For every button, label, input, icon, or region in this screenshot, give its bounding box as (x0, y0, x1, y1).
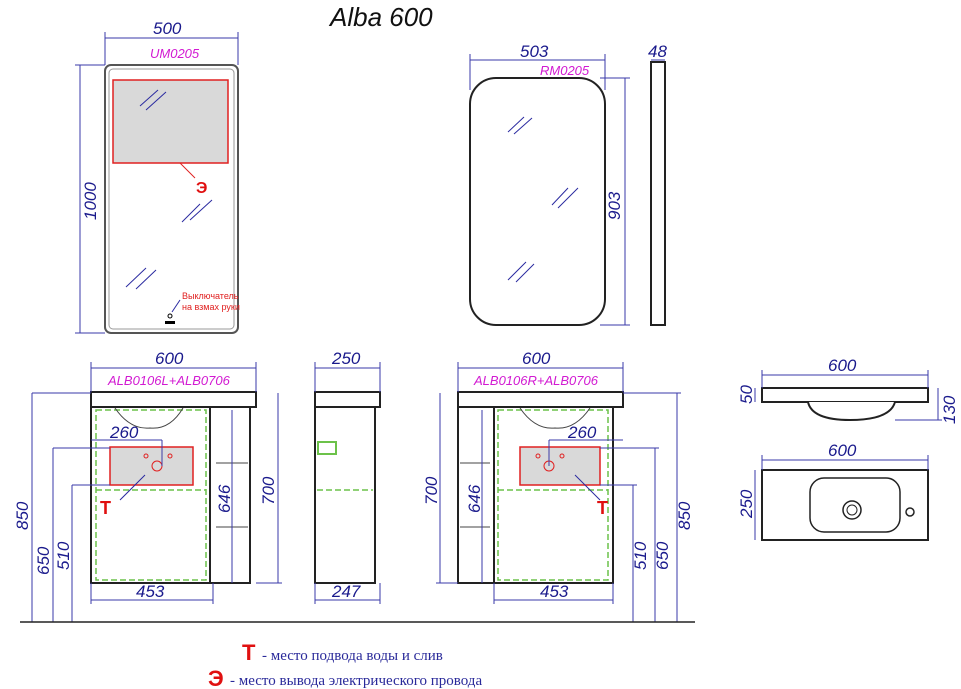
dim-plan-depth: 250 (737, 489, 756, 519)
dim-height: 130 (940, 395, 959, 424)
dim-646: 646 (215, 484, 234, 513)
legend-power-mark: Э (208, 666, 224, 689)
model-code: RM0205 (540, 63, 590, 78)
dim-thickness: 50 (737, 385, 756, 404)
dim-510: 510 (631, 541, 650, 570)
dim-front-width: 600 (828, 356, 857, 375)
dim-width: 600 (522, 349, 551, 368)
power-mark: Э (196, 180, 207, 197)
legend: T - место подвода воды и слив Э - место … (208, 640, 482, 689)
legend-water-mark: T (242, 640, 256, 665)
dim-width: 503 (520, 42, 549, 61)
water-mark: T (597, 498, 608, 518)
vanity-left: T 600 ALB0106L+ALB0706 850 650 510 700 6… (13, 349, 282, 622)
dim-height: 1000 (81, 182, 100, 220)
water-mark: T (100, 498, 111, 518)
switch-icon (165, 321, 175, 324)
dim-650: 650 (34, 546, 53, 575)
dim-850: 850 (13, 501, 32, 530)
dim-453: 453 (540, 582, 569, 601)
legend-water-text: - место подвода воды и слив (262, 648, 443, 664)
vanity-right: T 600 ALB0106R+ALB0706 850 650 510 700 6… (422, 349, 694, 622)
basin-plan-view: 600 250 (737, 441, 929, 541)
model-code: ALB0106L+ALB0706 (107, 373, 231, 388)
dim-453: 453 (136, 582, 165, 601)
dim-width: 600 (155, 349, 184, 368)
basin-front-view: 600 50 130 (737, 356, 959, 424)
model-code: ALB0106R+ALB0706 (473, 373, 599, 388)
mirror-rm0205: 503 RM0205 903 48 (469, 42, 667, 326)
vanity-side-view: 250 247 (314, 349, 381, 604)
dim-646: 646 (465, 484, 484, 513)
dim-width: 500 (153, 19, 182, 38)
dim-700: 700 (422, 476, 441, 505)
dim-depth-bottom: 247 (331, 582, 361, 601)
mirror-um0205: 500 UM0205 1000 Э Выключатель на взмах р… (75, 19, 240, 334)
model-code: UM0205 (150, 46, 200, 61)
switch-label-2: на взмах руки (182, 302, 240, 312)
drawing-title: Alba 600 (328, 2, 433, 32)
dim-510: 510 (54, 541, 73, 570)
switch-label-1: Выключатель (182, 291, 239, 301)
dim-depth-top: 250 (331, 349, 361, 368)
legend-power-text: - место вывода электрического провода (230, 673, 482, 689)
electrical-zone (112, 79, 229, 164)
dim-plan-width: 600 (828, 441, 857, 460)
dim-depth: 48 (648, 42, 667, 61)
dim-height: 903 (605, 191, 624, 220)
dim-650: 650 (653, 541, 672, 570)
dim-260: 260 (109, 423, 139, 442)
dim-700: 700 (259, 476, 278, 505)
dim-260: 260 (567, 423, 597, 442)
dim-850: 850 (675, 501, 694, 530)
